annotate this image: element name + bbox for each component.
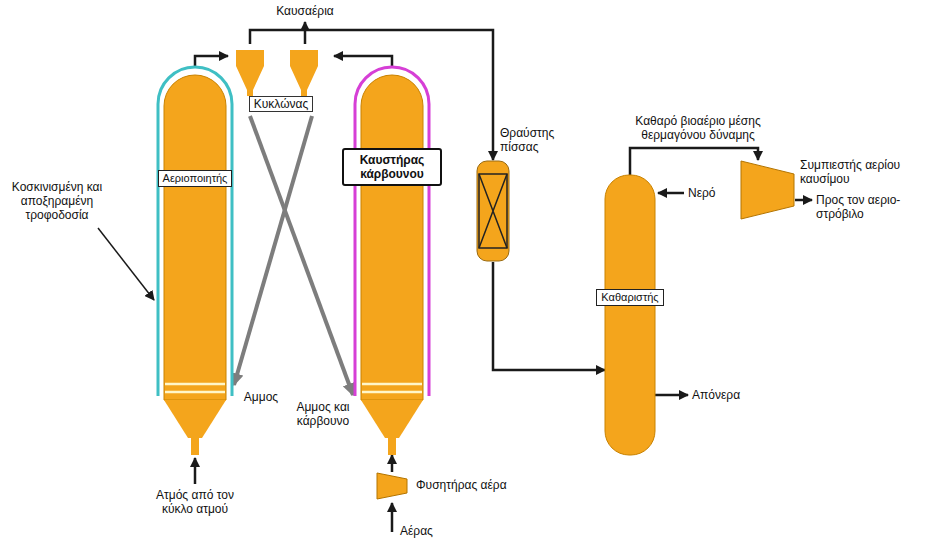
vessel-body (361, 75, 423, 400)
gasifier-vessel: Αεριοποιητής (156, 66, 234, 455)
cyclone-top (236, 50, 264, 66)
flow-line (391, 455, 394, 472)
gasifier-vessel-outline (156, 66, 234, 455)
annotation: Κοσκινισμένη και αποξηραμένη τροφοδοσία (2, 180, 112, 222)
vessel-outlet (388, 438, 396, 455)
flow-line (250, 116, 353, 395)
distributor-grid (362, 383, 422, 386)
catalyst-cross (479, 174, 507, 248)
stream-label: Αμμος (238, 390, 284, 404)
tar-cracker-outline (476, 160, 510, 262)
catalyst-bed (479, 174, 507, 248)
vessel-cone (361, 400, 423, 438)
blower-symbol (377, 473, 407, 499)
vessel-outlet (191, 438, 199, 455)
equipment-label: Θραύστης πίσσας (500, 126, 570, 154)
gas-compressor: Συμπιεστής αερίου καυσίμου (740, 160, 795, 220)
annotation: Ατμός από τον κύκλο ατμού (140, 488, 250, 516)
distributor-grid (165, 383, 225, 386)
tar-cracker: Θραύστης πίσσας (476, 160, 510, 262)
cyclone-cone (236, 66, 264, 96)
vessel-body (164, 75, 226, 400)
flow-line (630, 148, 758, 175)
gas-compressor-outline (740, 160, 795, 220)
connector-group (195, 30, 758, 472)
annotation: Αέρας (400, 524, 450, 538)
combustor-vessel-outline (353, 66, 431, 455)
water-arrow (658, 192, 684, 195)
flow-line (493, 262, 605, 370)
flow-line (195, 56, 228, 66)
air-arrow (391, 503, 394, 532)
air-blower-outline (376, 472, 408, 500)
cyclone-cone (290, 66, 318, 96)
flue-gas-arrow (304, 22, 307, 44)
flow-line (334, 56, 392, 66)
steam-arrow (194, 458, 197, 484)
combustor-vessel: Καυστήρας κάρβουνου (353, 66, 431, 455)
turbine-arrow (795, 199, 812, 202)
stream-label: Αμμος και κάρβουνο (291, 400, 355, 428)
vessel-label: Καυστήρας κάρβουνου (342, 148, 442, 186)
equipment-label: Φυσητήρας αέρα (416, 478, 507, 492)
annotation: Καθαρό βιοαέριο μέσης θερμαγόνου δύναμης (618, 114, 778, 142)
annotation: Νερό (688, 186, 728, 200)
equipment-label: Συμπιεστής αερίου καυσίμου (800, 158, 918, 186)
vessel-label: Καθαριστής (596, 289, 663, 306)
scrubber-column-outline (605, 175, 655, 455)
cracker-body (477, 161, 509, 261)
distributor-grid (362, 391, 422, 394)
annotation: Απόνερα (692, 388, 752, 402)
vessel-cone (164, 400, 226, 438)
distributor-grid (165, 391, 225, 394)
feed-arrow (98, 228, 154, 300)
scrubber-column: Καθαριστής (605, 175, 655, 455)
cyclone-top (290, 50, 318, 66)
vessel-label: Αεριοποιητής (158, 170, 233, 187)
unit-label: Κυκλώνας (249, 96, 313, 112)
annotation: Καυσαέρια (265, 4, 345, 18)
air-blower: Φυσητήρας αέρα (376, 472, 408, 500)
scrubber-body (605, 175, 655, 455)
annotation: Προς τον αεριο- στρόβιλο (816, 193, 914, 221)
compressor-symbol (741, 161, 794, 219)
wastewater-arrow (655, 394, 688, 397)
cyclone-unit: Κυκλώνας (228, 44, 334, 116)
